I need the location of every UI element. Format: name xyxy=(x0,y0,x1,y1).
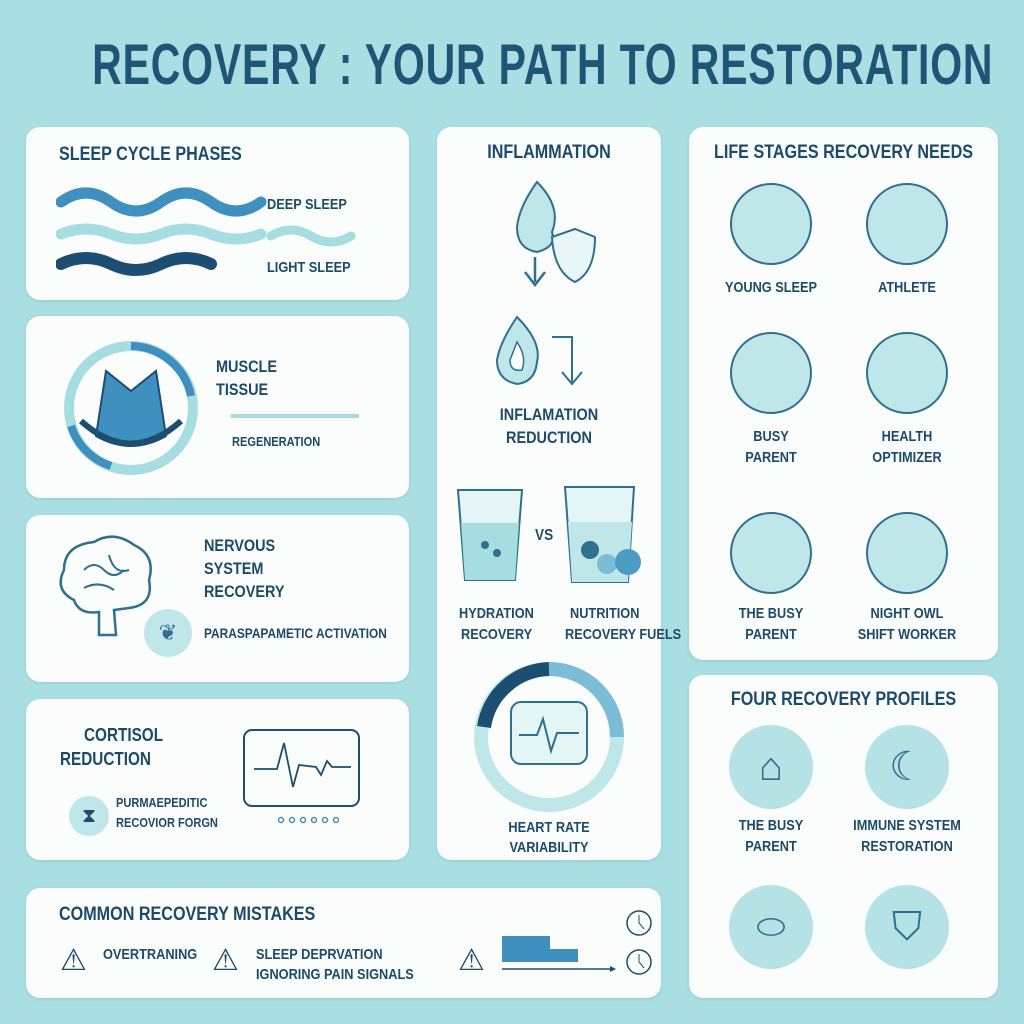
cell-icon: ⬭ xyxy=(729,885,813,969)
optimizer-icon xyxy=(866,332,948,414)
nervous-line3: RECOVERY xyxy=(204,582,285,601)
owl-icon xyxy=(866,512,948,594)
moon-icon: ☾ xyxy=(865,725,949,809)
nervous-line2: SYSTEM xyxy=(204,559,264,578)
mistake-pain: IGNORING PAIN SIGNALS xyxy=(256,966,414,983)
life-item-label: ATHLETE xyxy=(878,279,936,296)
muscle-card: MUSCLE TISSUE REGENERATION xyxy=(26,316,409,498)
mistake-sleep: SLEEP DEPRVATION xyxy=(256,946,383,963)
muscle-line2: TISSUE xyxy=(216,380,269,399)
vs-label: VS xyxy=(535,527,554,544)
inflammation-heading: INFLAMMATION xyxy=(487,142,611,163)
inflam-sub1: INFLAMATION xyxy=(499,405,599,424)
house-icon: ⌂ xyxy=(729,725,813,809)
life-item-label: SHIFT WORKER xyxy=(857,626,957,643)
leaf-icon: ❦ xyxy=(144,609,192,657)
profile-label: PARENT xyxy=(745,838,797,855)
life-heading: LIFE STAGES RECOVERY NEEDS xyxy=(713,142,974,163)
nervous-card: ❦ NERVOUS SYSTEM RECOVERY PARASPAPAMETIC… xyxy=(26,515,409,682)
nutrition-line2: RECOVERY FUELS xyxy=(565,626,682,643)
life-item-label: YOUNG SLEEP xyxy=(724,279,818,296)
muscle-line1: MUSCLE xyxy=(216,357,278,376)
life-item-label: PARENT xyxy=(745,449,797,466)
mistake-overtraining: OVERTRANING xyxy=(103,946,198,963)
profile-label: IMMUNE SYSTEM xyxy=(853,817,961,834)
hydration-line1: HYDRATION xyxy=(459,605,534,622)
warning-icon: ⚠ xyxy=(60,944,87,977)
nutrition-line1: NUTRITION xyxy=(570,605,640,622)
heart-monitor-icon xyxy=(243,729,360,824)
nervous-line1: NERVOUS xyxy=(204,536,276,555)
profile-label: THE BUSY xyxy=(738,817,804,834)
hrv-line1: HEART RATE xyxy=(508,819,590,836)
inflam-sub2: REDUCTION xyxy=(506,428,592,447)
deep-sleep-label: DEEP SLEEP xyxy=(267,196,347,213)
flame-shield-icon xyxy=(515,180,597,288)
profile-label: RESTORATION xyxy=(861,838,953,855)
warning-icon: ⚠ xyxy=(212,944,239,977)
nervous-sub: PARASPAPAMETIC ACTIVATION xyxy=(204,625,387,641)
cortisol-sub1: PURMAEPEDITIC xyxy=(116,795,208,810)
parent-child-icon xyxy=(730,332,812,414)
sleep-heading: SLEEP CYCLE PHASES xyxy=(59,144,242,165)
life-item-label: BUSY xyxy=(753,428,789,445)
cortisol-card: CORTISOL REDUCTION ⧗ PURMAEPEDITIC RECOV… xyxy=(26,699,409,860)
life-stages-card: LIFE STAGES RECOVERY NEEDS YOUNG SLEEP A… xyxy=(689,127,998,660)
life-item-label: PARENT xyxy=(745,626,797,643)
profiles-heading: FOUR RECOVERY PROFILES xyxy=(730,689,957,710)
cortisol-line2: REDUCTION xyxy=(60,749,151,769)
time-bar-icon xyxy=(502,910,652,975)
athlete-icon xyxy=(866,183,948,265)
warning-icon: ⚠ xyxy=(458,944,485,977)
sleep-cycle-card: SLEEP CYCLE PHASES DEEP SLEEP LIGHT SLEE… xyxy=(26,127,409,300)
life-item-label: THE BUSY xyxy=(738,605,804,622)
profiles-card: FOUR RECOVERY PROFILES ⌂ ☾ THE BUSY PARE… xyxy=(689,675,998,998)
brain-icon xyxy=(59,535,152,637)
life-item-label: HEALTH xyxy=(881,428,933,445)
life-item-label: OPTIMIZER xyxy=(872,449,942,466)
muscle-sub: REGENERATION xyxy=(232,434,321,449)
life-item-label: NIGHT OWL xyxy=(870,605,944,622)
hydration-line2: RECOVERY xyxy=(461,626,533,643)
mistakes-card: COMMON RECOVERY MISTAKES ⚠ OVERTRANING ⚠… xyxy=(26,888,661,998)
hrv-gauge-icon xyxy=(474,662,624,812)
hrv-line2: VARIABILITY xyxy=(509,839,589,856)
mistakes-heading: COMMON RECOVERY MISTAKES xyxy=(59,904,316,925)
young-person-icon xyxy=(730,183,812,265)
muscle-regeneration-icon xyxy=(64,341,198,475)
page-title: RECOVERY : YOUR PATH TO RESTORATION xyxy=(92,32,994,97)
light-sleep-label: LIGHT SLEEP xyxy=(267,259,351,276)
cortisol-line1: CORTISOL xyxy=(84,725,164,745)
flame-down-icon xyxy=(495,315,583,386)
inflammation-card: INFLAMMATION INFLAMATION REDUCTION VS HY… xyxy=(437,127,681,860)
sleep-waves-icon xyxy=(56,187,267,276)
divider xyxy=(231,414,359,418)
runner-icon xyxy=(730,512,812,594)
water-glass-icon xyxy=(456,489,524,581)
shield-icon: ⛉ xyxy=(865,885,949,969)
nutrition-glass-icon xyxy=(563,486,641,583)
cortisol-sub2: RECOVIOR FORGN xyxy=(116,815,218,830)
hourglass-icon: ⧗ xyxy=(69,796,109,836)
light-wave-icon xyxy=(266,225,356,247)
